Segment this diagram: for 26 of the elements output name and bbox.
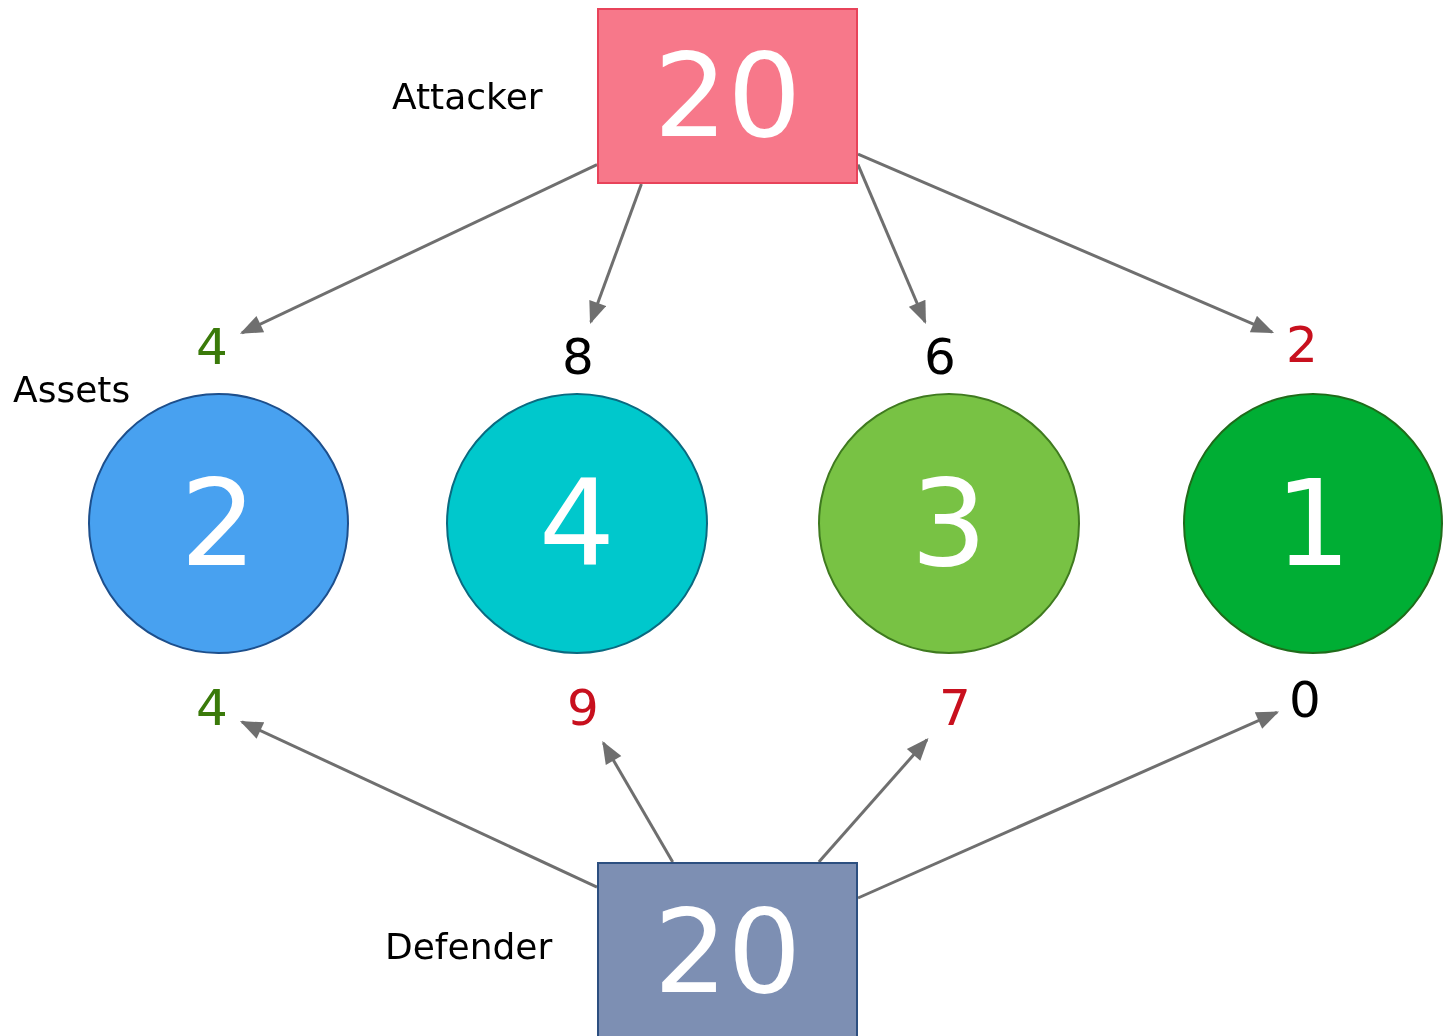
- player-box: [597, 862, 858, 1036]
- number-label: 6: [924, 332, 956, 382]
- number-label: 7: [939, 683, 971, 733]
- arrow: [817, 738, 929, 863]
- arrow: [857, 152, 1275, 334]
- number-label: 2: [180, 463, 257, 584]
- number-label: 4: [196, 683, 228, 733]
- arrow: [239, 163, 598, 335]
- number-label: 9: [567, 683, 599, 733]
- number-label: 4: [196, 322, 228, 372]
- arrow: [857, 711, 1280, 900]
- number-label: 4: [538, 463, 616, 584]
- player-box: [597, 8, 858, 184]
- number-label: 3: [910, 463, 988, 584]
- number-label: 0: [1289, 675, 1321, 725]
- role-label: Defender: [385, 929, 553, 965]
- arrow: [589, 183, 643, 325]
- number-label: 2: [1286, 320, 1318, 370]
- number-label: 1: [1274, 463, 1352, 584]
- arrow: [239, 720, 598, 889]
- number-label: 8: [562, 332, 594, 382]
- number-label: 20: [653, 894, 802, 1010]
- arrow: [602, 741, 674, 863]
- number-label: 20: [653, 38, 802, 154]
- group-label: Assets: [13, 372, 131, 408]
- role-label: Attacker: [392, 79, 543, 115]
